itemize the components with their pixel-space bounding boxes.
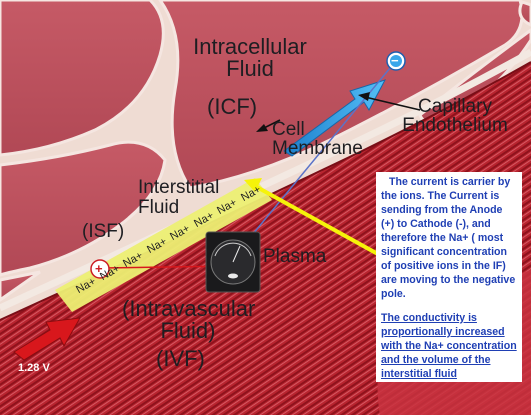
capillary-endothelium-label: Capillary Endothelium: [402, 97, 508, 135]
explanation-box: The current is carrier by the ions. The …: [376, 172, 522, 382]
icf-abbreviation: (ICF): [207, 96, 257, 118]
explanation-paragraph-conductivity: The conductivity is proportionally incre…: [381, 312, 517, 382]
cell-membrane-label: Cell Membrane: [272, 120, 363, 158]
anode-sign: +: [95, 262, 103, 275]
icf-title: Intracellular Fluid: [190, 36, 310, 80]
explanation-paragraph-current: The current is carrier by the ions. The …: [381, 176, 517, 302]
ivf-abbreviation: (IVF): [156, 348, 205, 370]
cathode-sign: −: [391, 54, 399, 67]
ivf-title: (Intravascular Fluid): [122, 298, 254, 342]
meter-device: [206, 232, 260, 292]
isf-abbreviation: (ISF): [82, 222, 124, 241]
plasma-label: Plasma: [263, 247, 326, 266]
voltage-label: 1.28 V: [18, 362, 50, 374]
